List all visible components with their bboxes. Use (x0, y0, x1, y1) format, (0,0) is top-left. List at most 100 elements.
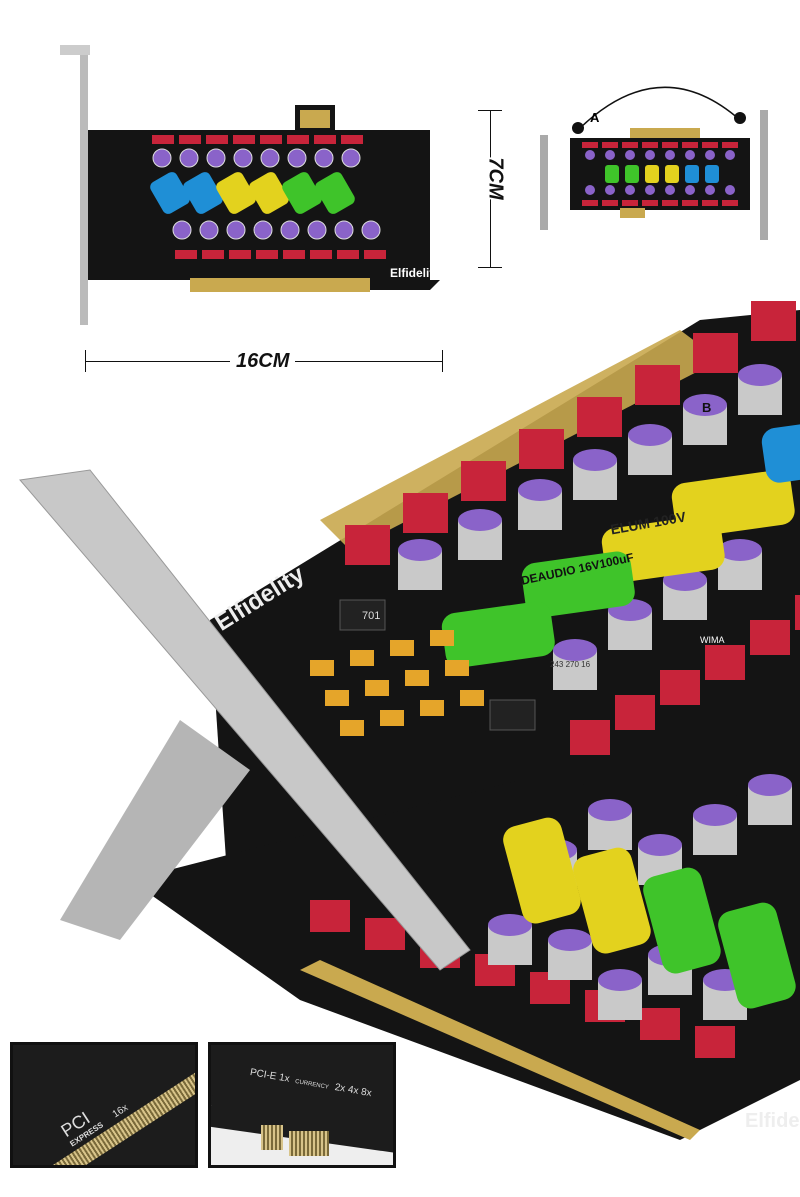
small-capacitor (548, 929, 592, 951)
film-capacitor (722, 200, 738, 206)
film-capacitor (403, 493, 448, 533)
small-capacitor (598, 969, 642, 991)
height-label: 7CM (481, 157, 509, 200)
small-capacitor (179, 148, 199, 168)
film-capacitor (705, 645, 745, 680)
film-capacitor (602, 142, 618, 148)
film-capacitor (642, 142, 658, 148)
small-capacitor (725, 150, 735, 160)
x1-edge-connector (620, 208, 645, 218)
film-capacitor (175, 250, 197, 259)
film-capacitor (314, 135, 336, 144)
board-perspective-view: B Elfidelity 701 ELUM 100V DEAUDIO 16V10… (0, 300, 800, 1197)
small-capacitor (361, 220, 381, 240)
small-capacitor (605, 150, 615, 160)
small-capacitor (458, 509, 502, 531)
film-capacitor (702, 200, 718, 206)
film-capacitor (642, 200, 658, 206)
small-capacitor (341, 148, 361, 168)
film-capacitor (310, 900, 350, 932)
bracket (540, 135, 548, 230)
bracket (80, 45, 88, 325)
film-capacitor (337, 250, 359, 259)
regulator-label: 701 (362, 610, 381, 622)
electrolytic-capacitor (685, 165, 699, 183)
film-capacitor (695, 1026, 735, 1058)
marker-a-dot (572, 122, 584, 134)
inset-pcie-1x: PCI-E 1x CURRENCY 2x 4x 8x (208, 1042, 396, 1168)
gold-finger-short (261, 1125, 283, 1150)
small-capacitor (518, 479, 562, 501)
dimension-tick (442, 350, 443, 372)
small-capacitor (683, 394, 727, 416)
electrolytic-capacitor (216, 172, 256, 214)
electrolytic-capacitor (665, 165, 679, 183)
small-capacitor (625, 185, 635, 195)
film-capacitor (345, 525, 390, 565)
small-capacitor (573, 449, 617, 471)
tantalum-capacitor (445, 660, 469, 676)
film-capacitor (233, 135, 255, 144)
electrolytic-capacitor (503, 817, 581, 924)
tantalum-capacitor (420, 700, 444, 716)
board-top-illustration (60, 45, 440, 325)
small-capacitor (553, 639, 597, 661)
small-capacitor (585, 185, 595, 195)
small-capacitor (665, 150, 675, 160)
film-capacitor (202, 250, 224, 259)
small-capacitor (314, 148, 334, 168)
small-capacitor (172, 220, 192, 240)
film-capacitor (365, 918, 405, 950)
small-capacitor (199, 220, 219, 240)
film-capacitor (722, 142, 738, 148)
small-capacitor (206, 148, 226, 168)
x1-edge-connector (300, 110, 330, 128)
electrolytic-capacitor (573, 847, 651, 954)
width-dimension: 16CM (85, 340, 443, 380)
film-capacitor (660, 670, 700, 705)
film-capacitor (287, 135, 309, 144)
small-capacitor (638, 834, 682, 856)
film-capacitor (622, 142, 638, 148)
film-capacitor (615, 695, 655, 730)
regulator-chip (339, 599, 386, 631)
electrolytic-capacitor (521, 551, 635, 618)
small-capacitor (748, 774, 792, 796)
small-capacitor (152, 148, 172, 168)
small-capacitor (588, 799, 632, 821)
film-capacitor (341, 135, 363, 144)
marker-a: A (590, 110, 600, 125)
film-capacitor (751, 301, 796, 341)
electrolytic-capacitor (718, 902, 796, 1009)
small-capacitor (398, 539, 442, 561)
film-capacitor (640, 1008, 680, 1040)
small-capacitor (233, 148, 253, 168)
small-capacitor (645, 150, 655, 160)
bracket-tab (60, 45, 90, 55)
film-capacitor (702, 142, 718, 148)
marker-b: B (702, 400, 712, 415)
height-dimension: 7CM (470, 110, 510, 270)
small-capacitor (645, 185, 655, 195)
small-capacitor (334, 220, 354, 240)
dimension-tick (85, 350, 86, 372)
marker-dot (734, 112, 746, 124)
dimension-tick (478, 267, 502, 268)
board-top-view: Elfidelity (60, 40, 450, 330)
small-capacitor (605, 185, 615, 195)
film-capacitor (283, 250, 305, 259)
film-capacitor (206, 135, 228, 144)
small-capacitor (705, 185, 715, 195)
small-capacitor (280, 220, 300, 240)
film-capacitor (179, 135, 201, 144)
small-capacitor (738, 364, 782, 386)
small-capacitor (705, 150, 715, 160)
film-capacitor (582, 200, 598, 206)
pcb (570, 138, 750, 210)
second-bracket (60, 720, 250, 940)
dimension-tick (478, 110, 502, 111)
tantalum-capacitor (430, 630, 454, 646)
tantalum-capacitor (390, 640, 414, 656)
small-capacitor (625, 150, 635, 160)
film-capacitor (519, 429, 564, 469)
